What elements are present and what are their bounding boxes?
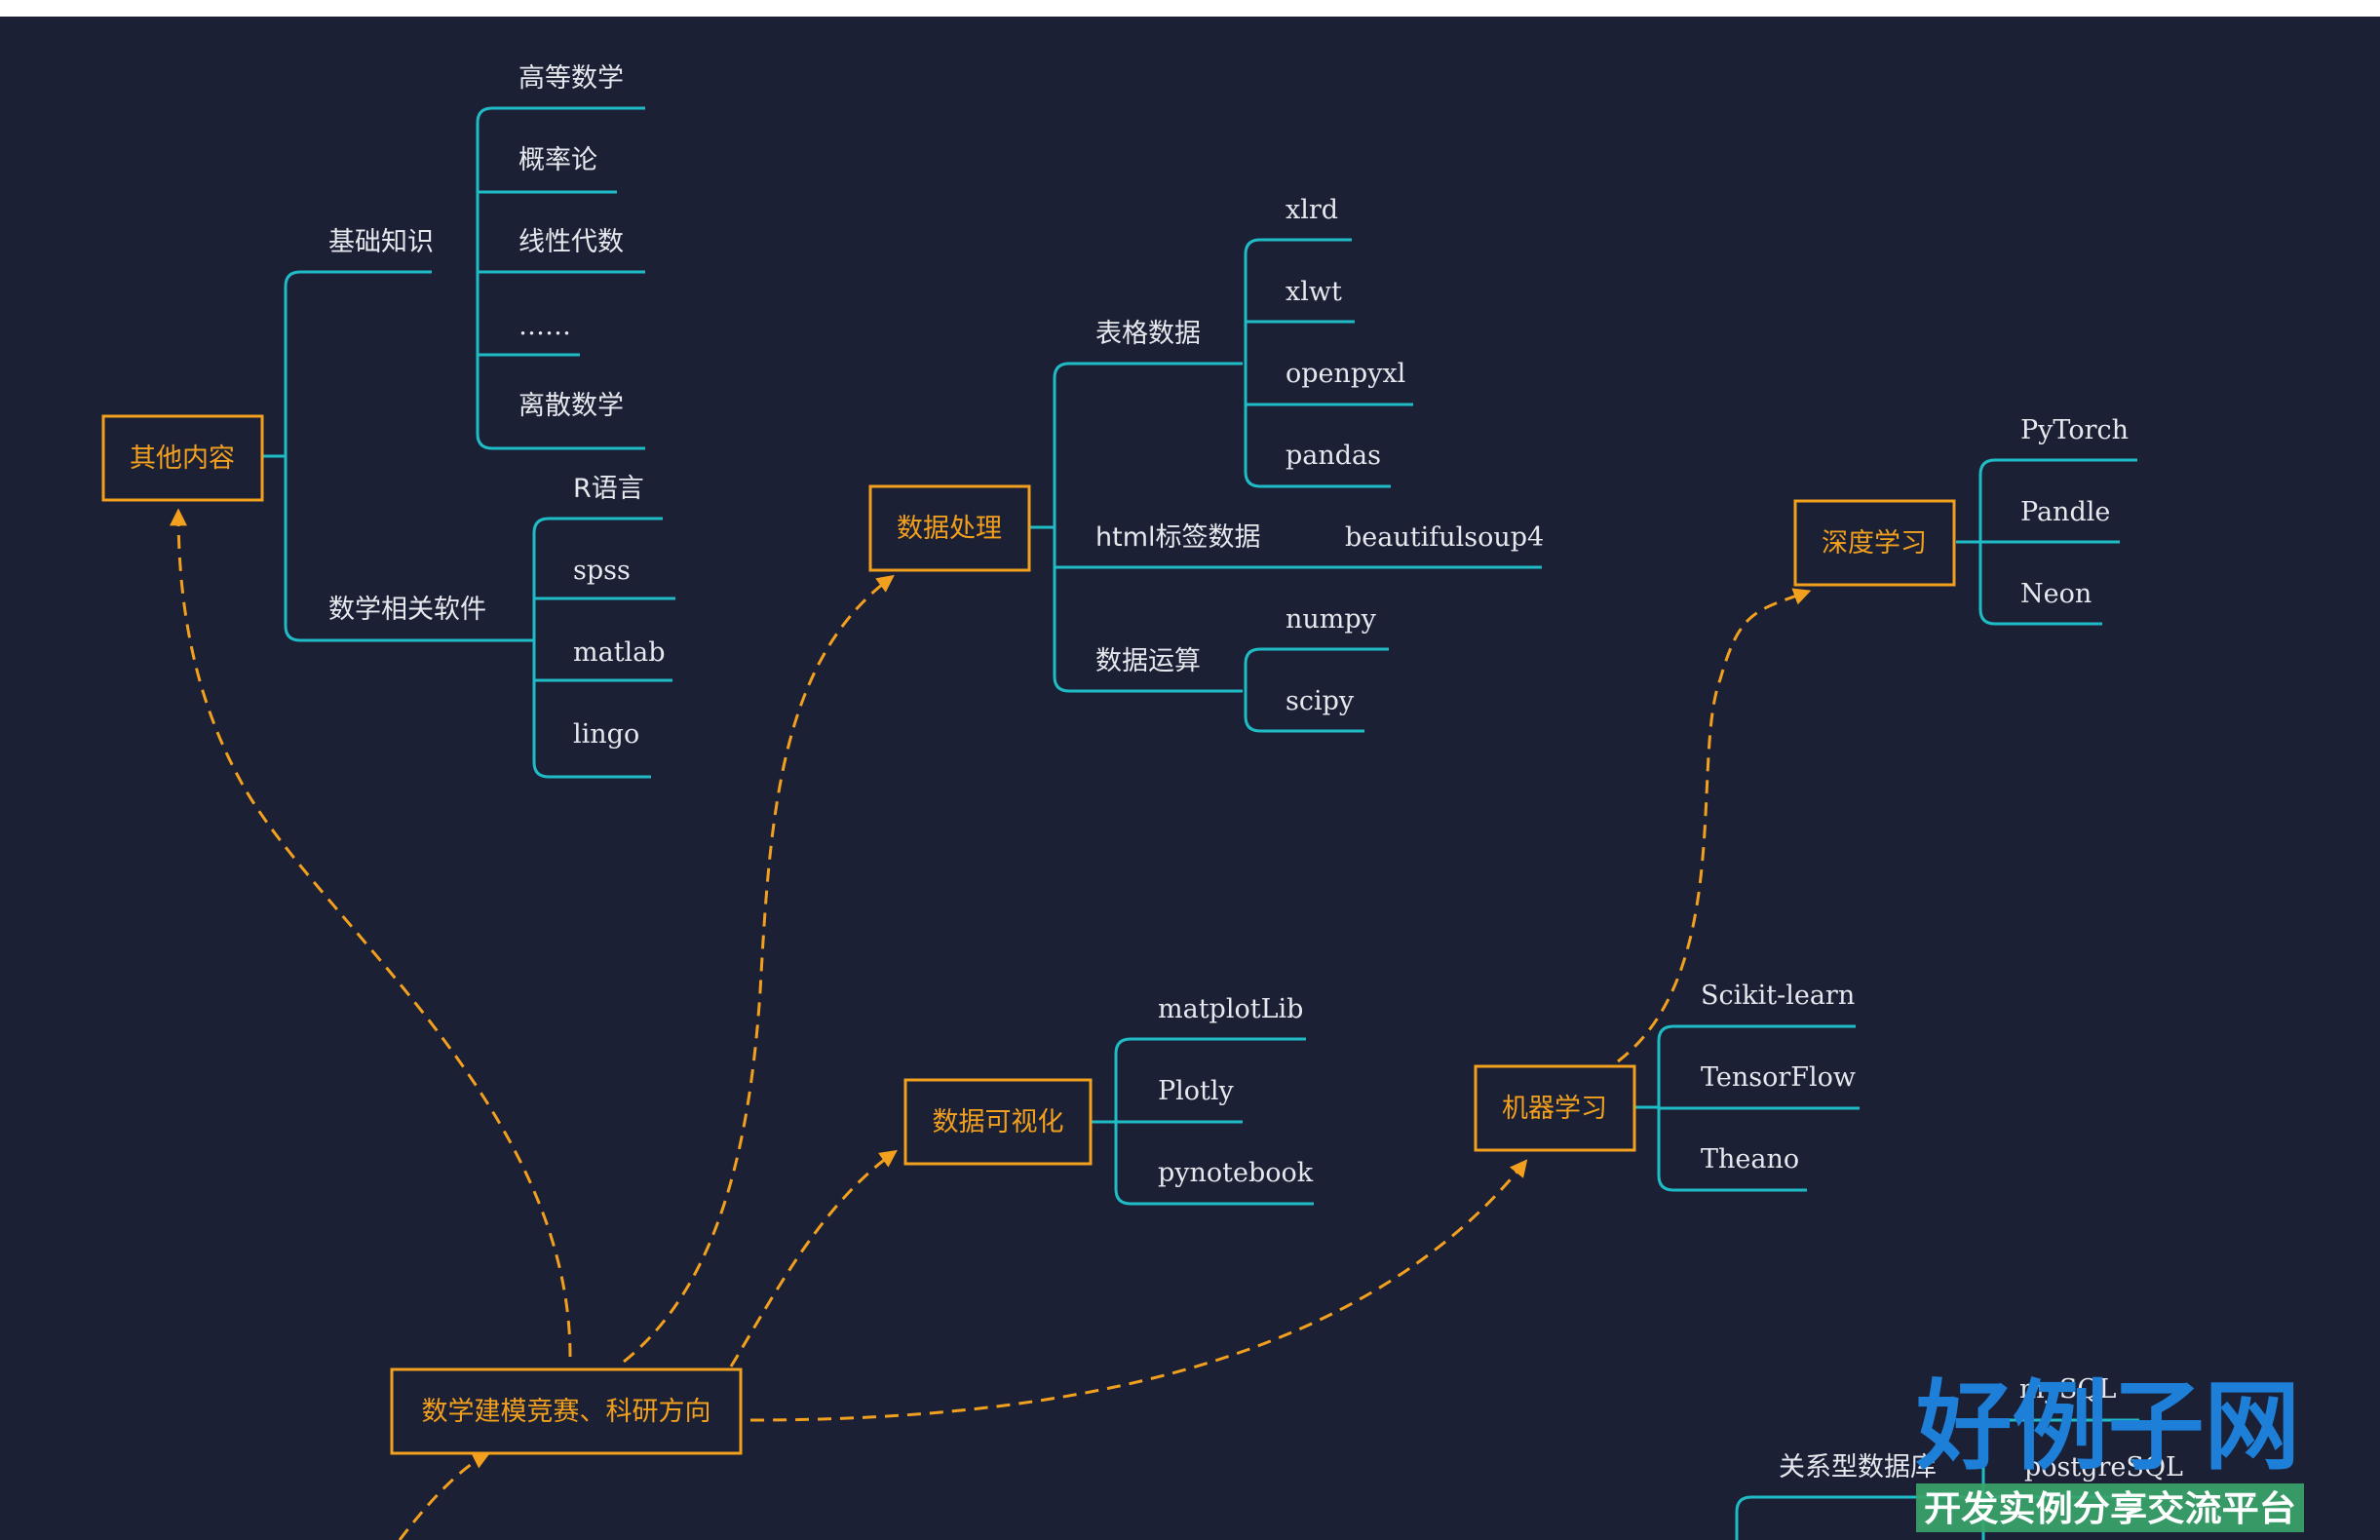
branch-lines-processing (1030, 238, 1542, 733)
leaf-scikit-learn[interactable]: Scikit-learn (1701, 981, 1855, 1011)
branch-lines-dl (1956, 458, 2137, 626)
group-basic-knowledge[interactable]: 基础知识 (328, 227, 434, 257)
leaf-pytorch[interactable]: PyTorch (2020, 415, 2129, 445)
leaf-tensorflow[interactable]: TensorFlow (1701, 1062, 1856, 1093)
central-node-group: 数学建模竞赛、科研方向 (390, 1367, 743, 1455)
connector-other (170, 508, 572, 1358)
leaf-postgresql[interactable]: postgreSQL (2024, 1452, 2183, 1482)
leaf-xlwt[interactable]: xlwt (1286, 277, 1342, 307)
connector-ml (749, 1159, 1528, 1422)
leaf-numpy[interactable]: numpy (1286, 604, 1377, 635)
leaf-higher-math[interactable]: 高等数学 (518, 63, 624, 94)
leaf-scipy[interactable]: scipy (1286, 686, 1355, 716)
leaf-r-language[interactable]: R语言 (573, 474, 644, 504)
node-processing-label: 数据处理 (897, 514, 1002, 544)
watermark-subtitle-bar (1916, 1483, 2304, 1532)
node-processing-group: 数据处理 表格数据 xlrd xlwt openpyxl pandas html… (868, 195, 1544, 733)
connector-processing (623, 574, 895, 1364)
branch-lines-ml (1634, 1024, 1860, 1192)
node-other-group: 其他内容 基础知识 高等数学 概率论 线性代数 …… 离散数学 数学相关软件 R… (101, 63, 675, 779)
node-database-group: 关系型数据库 mySQL postgreSQL (1735, 1374, 2183, 1540)
leaf-matplotlib[interactable]: matplotLib (1158, 994, 1303, 1024)
leaf-pandle[interactable]: Pandle (2020, 497, 2110, 527)
leaf-linear-algebra[interactable]: 线性代数 (518, 227, 624, 257)
connector-lower (398, 1452, 491, 1540)
node-other-label: 其他内容 (130, 443, 235, 474)
leaf-neon[interactable]: Neon (2020, 579, 2092, 609)
leaf-xlrd[interactable]: xlrd (1286, 195, 1338, 225)
leaf-theano[interactable]: Theano (1701, 1144, 1799, 1174)
branch-lines-visualization (1092, 1037, 1314, 1206)
node-dl-group: 深度学习 PyTorch Pandle Neon (1793, 415, 2137, 626)
connectors (170, 508, 1812, 1540)
node-other[interactable] (101, 414, 264, 502)
group-data-compute[interactable]: 数据运算 (1095, 646, 1201, 676)
group-table-data[interactable]: 表格数据 (1095, 319, 1201, 349)
branch-lines-other (263, 106, 675, 779)
leaf-ellipsis[interactable]: …… (518, 311, 571, 341)
leaf-pynotebook[interactable]: pynotebook (1158, 1158, 1314, 1188)
node-dl[interactable] (1793, 499, 1956, 587)
node-processing[interactable] (868, 484, 1031, 572)
leaf-probability[interactable]: 概率论 (518, 145, 597, 175)
connector-visualization (729, 1149, 898, 1367)
node-ml[interactable] (1474, 1064, 1636, 1152)
group-html-data[interactable]: html标签数据 (1095, 522, 1261, 553)
leaf-mysql[interactable]: mySQL (2019, 1374, 2116, 1405)
leaf-openpyxl[interactable]: openpyxl (1286, 359, 1405, 389)
connector-dl (1617, 588, 1812, 1063)
leaf-plotly[interactable]: Plotly (1158, 1076, 1235, 1106)
leaf-beautifulsoup4[interactable]: beautifulsoup4 (1345, 522, 1544, 553)
group-math-software[interactable]: 数学相关软件 (328, 595, 486, 625)
leaf-discrete-math[interactable]: 离散数学 (518, 391, 624, 421)
watermark-logo: 好例子网 开发实例分享交流平台 (1915, 1369, 2304, 1532)
watermark-title: 好例子网 (1915, 1369, 2300, 1483)
mind-map-canvas[interactable]: 其他内容 基础知识 高等数学 概率论 线性代数 …… 离散数学 数学相关软件 R… (0, 17, 2380, 1540)
leaf-spss[interactable]: spss (573, 556, 631, 586)
top-bar (0, 0, 2380, 17)
leaf-matlab[interactable]: matlab (573, 637, 666, 668)
node-visualization[interactable] (903, 1078, 1093, 1166)
node-visualization-group: 数据可视化 matplotLib Plotly pynotebook (903, 994, 1314, 1206)
node-dl-label: 深度学习 (1822, 528, 1927, 558)
group-relational-db[interactable]: 关系型数据库 (1779, 1452, 1937, 1482)
central-node[interactable] (390, 1367, 743, 1455)
node-ml-group: 机器学习 Scikit-learn TensorFlow Theano (1474, 981, 1860, 1192)
leaf-lingo[interactable]: lingo (573, 719, 639, 750)
node-ml-label: 机器学习 (1502, 1094, 1607, 1124)
node-visualization-label: 数据可视化 (933, 1107, 1064, 1137)
central-node-label: 数学建模竞赛、科研方向 (422, 1397, 711, 1427)
leaf-pandas[interactable]: pandas (1286, 441, 1381, 471)
watermark-subtitle: 开发实例分享交流平台 (1924, 1488, 2296, 1529)
